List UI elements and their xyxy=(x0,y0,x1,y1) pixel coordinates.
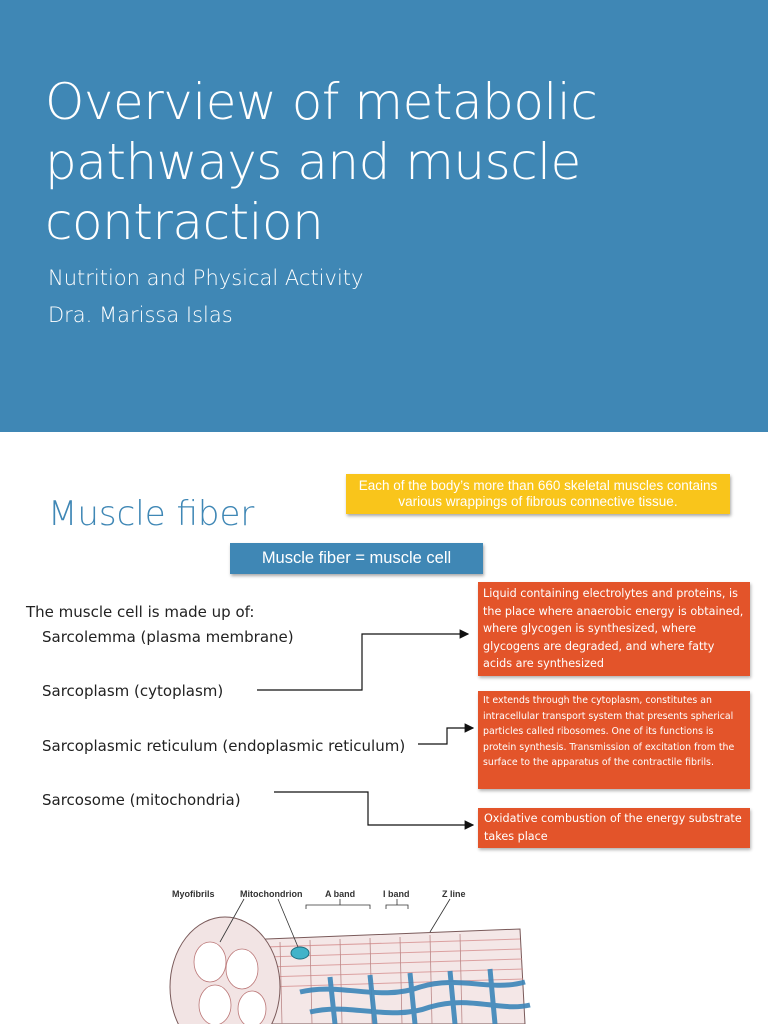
label-z-line: Z line xyxy=(442,889,466,899)
description-sarcoplasm: Liquid containing electrolytes and prote… xyxy=(478,582,750,676)
muscle-fiber-drawing xyxy=(169,898,531,1024)
title-slide: Overview of metabolic pathways and muscl… xyxy=(0,0,768,432)
arrow-reticulum xyxy=(418,723,475,745)
description-reticulum: It extends through the cytoplasm, consti… xyxy=(478,691,750,789)
list-item-sarcolemma: Sarcolemma (plasma membrane) xyxy=(42,628,294,646)
list-item-sarcosome: Sarcosome (mitochondria) xyxy=(42,791,241,809)
muscle-fiber-slide: Muscle fiber Each of the body’s more tha… xyxy=(0,432,768,1024)
list-item-sarcoplasm: Sarcoplasm (cytoplasm) xyxy=(42,682,224,700)
slide-title: Overview of metabolic pathways and muscl… xyxy=(45,73,598,251)
muscle-fiber-illustration: Myofibrils Mitochondrion A band I band Z… xyxy=(160,887,580,1024)
label-a-band: A band xyxy=(325,889,356,899)
label-myofibrils: Myofibrils xyxy=(172,889,215,899)
label-i-band: I band xyxy=(383,889,410,899)
list-item-sarcoplasmic-reticulum: Sarcoplasmic reticulum (endoplasmic reti… xyxy=(42,737,406,755)
course-name: Nutrition and Physical Activity xyxy=(48,266,364,290)
description-sarcosome: Oxidative combustion of the energy subst… xyxy=(478,808,750,848)
definition-box: Muscle fiber = muscle cell xyxy=(230,543,483,574)
connector-arrows xyxy=(257,629,475,830)
note-box: Each of the body’s more than 660 skeleta… xyxy=(346,474,730,514)
label-mitochondrion: Mitochondrion xyxy=(240,889,303,899)
arrow-sarcosome xyxy=(274,791,475,830)
intro-text: The muscle cell is made up of: xyxy=(26,603,255,621)
author-name: Dra. Marissa Islas xyxy=(48,303,233,327)
slide-heading: Muscle fiber xyxy=(48,494,255,534)
arrow-sarcoplasm xyxy=(257,629,470,691)
